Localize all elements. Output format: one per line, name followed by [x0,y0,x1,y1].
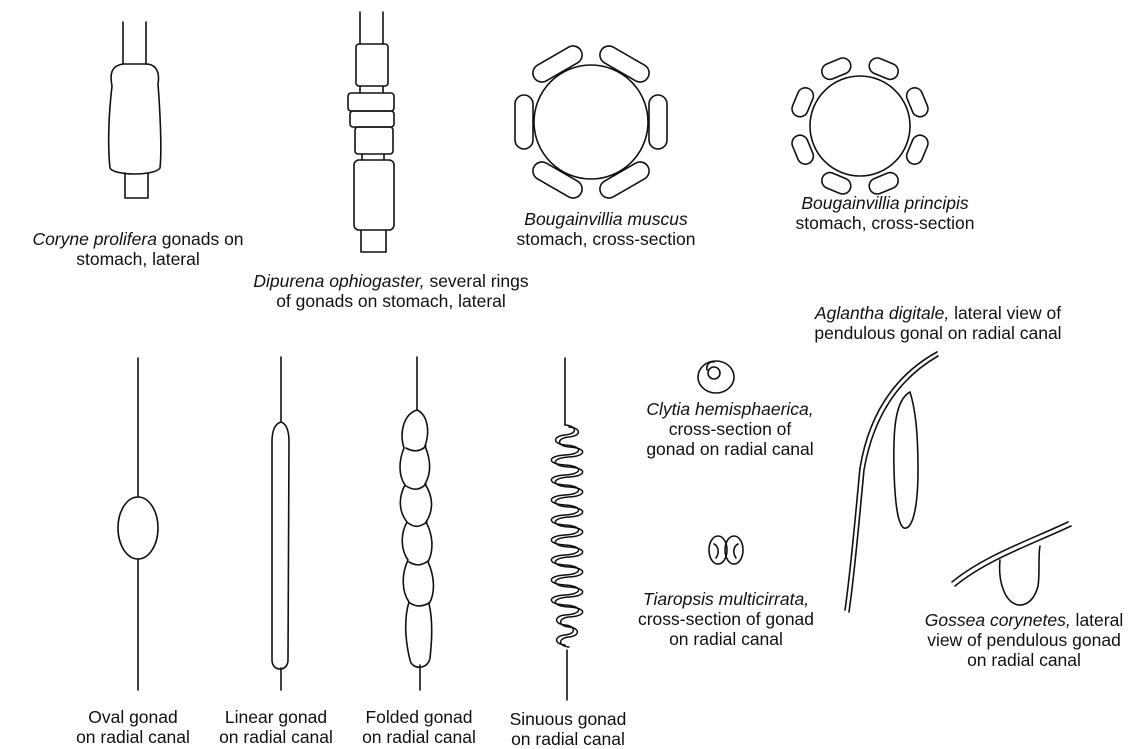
clytia-hemisphaerica-drawing [698,361,734,393]
caption-linear-gonad: Linear gonad on radial canal [201,707,351,747]
caption-bougainvillia-principis: Bougainvillia principis stomach, cross-s… [765,193,1005,233]
species-name: Dipurena ophiogaster, [253,271,424,291]
species-name: Bougainvillia muscus [524,209,687,229]
caption-aglantha-digitale: Aglantha digitale, lateral view of pendu… [783,303,1093,343]
bougainvillia-principis-drawing [790,56,931,197]
species-name: Bougainvillia principis [801,193,968,213]
oval-gonad-drawing [118,358,158,690]
species-name: Clytia hemisphaerica, [646,399,813,419]
tiaropsis-multicirrata-drawing [709,536,743,564]
gonad-lobe [649,95,667,149]
caption-tiaropsis-multicirrata: Tiaropsis multicirrata, cross-section of… [596,589,856,649]
gonad-lobe [597,43,653,86]
gonad-lobe [597,159,653,202]
gonad-lobe [530,159,586,202]
caption-coryne-prolifera: Coryne prolifera gonads on stomach, late… [8,229,268,269]
species-name: Coryne prolifera [32,229,157,249]
species-name: Tiaropsis multicirrata, [643,589,809,609]
caption-sinuous-gonad: Sinuous gonad on radial canal [490,709,646,749]
species-name: Aglantha digitale, [815,303,949,323]
sinuous-gonad-drawing [551,358,582,700]
linear-gonad-drawing [272,357,289,690]
caption-bougainvillia-muscus: Bougainvillia muscus stomach, cross-sect… [496,209,716,249]
aglantha-digitale-drawing [845,352,938,612]
folded-gonad-drawing [400,357,433,690]
bougainvillia-muscus-drawing [515,43,667,202]
caption-gossea-corynetes: Gossea corynetes, lateral view of pendul… [900,610,1148,670]
gonad-lobe [515,95,533,149]
caption-folded-gonad: Folded gonad on radial canal [344,707,494,747]
coryne-prolifera-drawing [109,22,161,198]
caption-dipurena-ophiogaster: Dipurena ophiogaster, several rings of g… [226,271,556,311]
gonad-lobe [530,43,586,86]
gossea-corynetes-drawing [952,522,1071,605]
caption-oval-gonad: Oval gonad on radial canal [58,707,208,747]
caption-clytia-hemisphaerica: Clytia hemisphaerica, cross-section of g… [600,399,860,459]
species-name: Gossea corynetes, [925,610,1071,630]
dipurena-ophiogaster-drawing [348,12,394,252]
